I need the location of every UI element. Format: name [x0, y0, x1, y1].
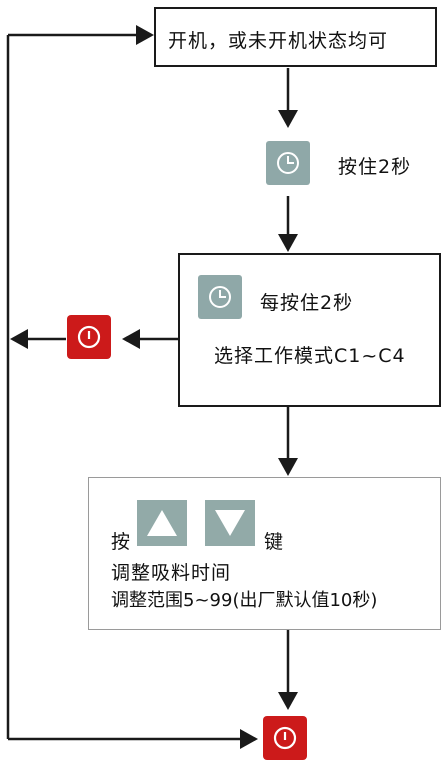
- up-triangle-icon: [147, 510, 177, 536]
- power-button[interactable]: [67, 315, 111, 359]
- arrowhead: [278, 234, 298, 252]
- select-mode-label: 选择工作模式C1~C4: [214, 345, 406, 367]
- arrowhead: [122, 329, 140, 349]
- each-hold-2s-label: 每按住2秒: [260, 292, 354, 314]
- arrowhead: [136, 25, 154, 45]
- start-label: 开机，或未开机状态均可: [168, 30, 389, 52]
- clock-button[interactable]: [198, 275, 242, 319]
- adjust-time-box: 按 键 调整吸料时间 调整范围5~99(出厂默认值10秒): [88, 477, 441, 630]
- clock-icon: [209, 286, 231, 308]
- arrowhead: [240, 729, 258, 749]
- power-button[interactable]: [263, 716, 307, 760]
- start-box: 开机，或未开机状态均可: [154, 7, 437, 67]
- clock-button[interactable]: [266, 141, 310, 185]
- power-icon: [273, 726, 297, 750]
- down-button[interactable]: [205, 500, 255, 546]
- up-button[interactable]: [137, 500, 187, 546]
- key-label: 键: [264, 531, 285, 553]
- mode-select-box: 每按住2秒 选择工作模式C1~C4: [178, 253, 441, 407]
- arrowhead: [278, 110, 298, 128]
- press-label: 按: [111, 531, 132, 553]
- adjust-range-label: 调整范围5~99(出厂默认值10秒): [111, 590, 378, 611]
- power-icon: [77, 325, 101, 349]
- arrowhead: [278, 458, 298, 476]
- hold-2s-label: 按住2秒: [338, 156, 412, 178]
- adjust-time-label: 调整吸料时间: [111, 562, 232, 584]
- arrowhead: [278, 692, 298, 710]
- down-triangle-icon: [215, 510, 245, 536]
- arrowhead: [10, 329, 28, 349]
- clock-icon: [277, 152, 299, 174]
